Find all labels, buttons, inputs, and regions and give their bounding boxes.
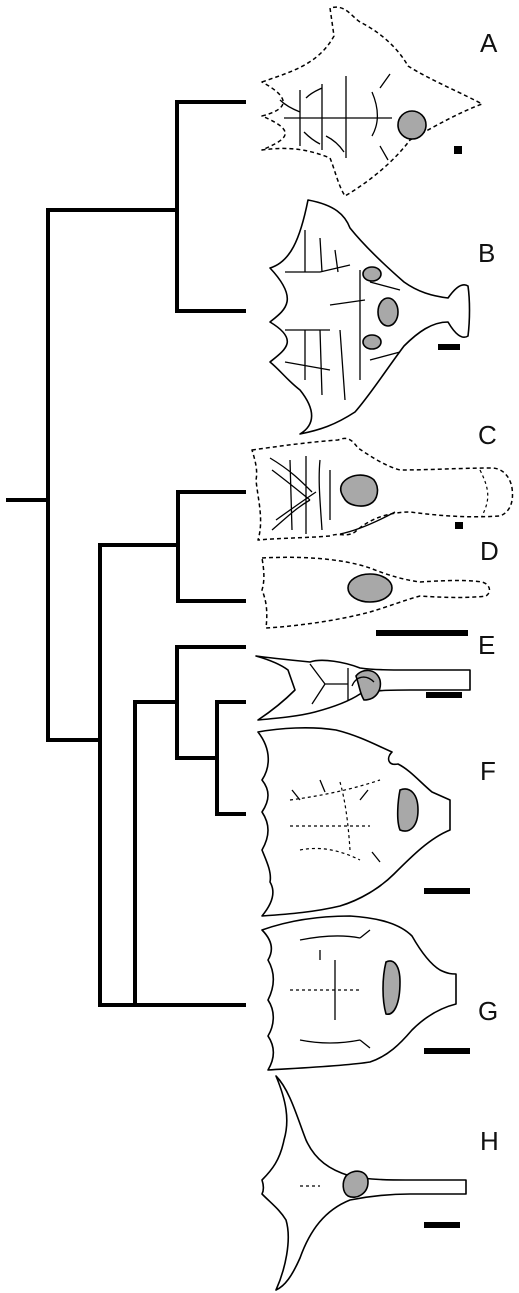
taxon-label-e: E bbox=[478, 630, 495, 660]
taxon-label-c: C bbox=[478, 420, 497, 450]
scale-bar-b bbox=[438, 344, 460, 350]
scale-bar-e bbox=[426, 692, 462, 698]
taxon-label-f: F bbox=[480, 756, 496, 786]
scale-bar-f bbox=[424, 888, 470, 894]
specimen-h-drawing bbox=[262, 1076, 466, 1290]
specimen-d-drawing bbox=[262, 557, 489, 636]
taxon-label-d: D bbox=[480, 536, 499, 566]
cladogram-tree bbox=[8, 102, 244, 1005]
taxon-label-h: H bbox=[480, 1126, 499, 1156]
scale-bar-h bbox=[424, 1222, 460, 1228]
taxon-label-a: A bbox=[480, 28, 498, 58]
specimen-c-drawing bbox=[252, 438, 513, 540]
scale-bar-c bbox=[455, 522, 463, 529]
specimen-e-drawing bbox=[256, 656, 470, 720]
specimen-b-drawing bbox=[270, 200, 470, 434]
specimen-f-drawing bbox=[258, 728, 470, 916]
taxon-label-b: B bbox=[478, 238, 495, 268]
scale-bar-d bbox=[376, 630, 468, 636]
taxon-label-g: G bbox=[478, 996, 498, 1026]
scale-bar-g bbox=[424, 1048, 470, 1054]
scale-bar-a bbox=[454, 146, 462, 154]
specimen-g-drawing bbox=[262, 916, 470, 1070]
specimen-a-drawing bbox=[262, 7, 482, 196]
